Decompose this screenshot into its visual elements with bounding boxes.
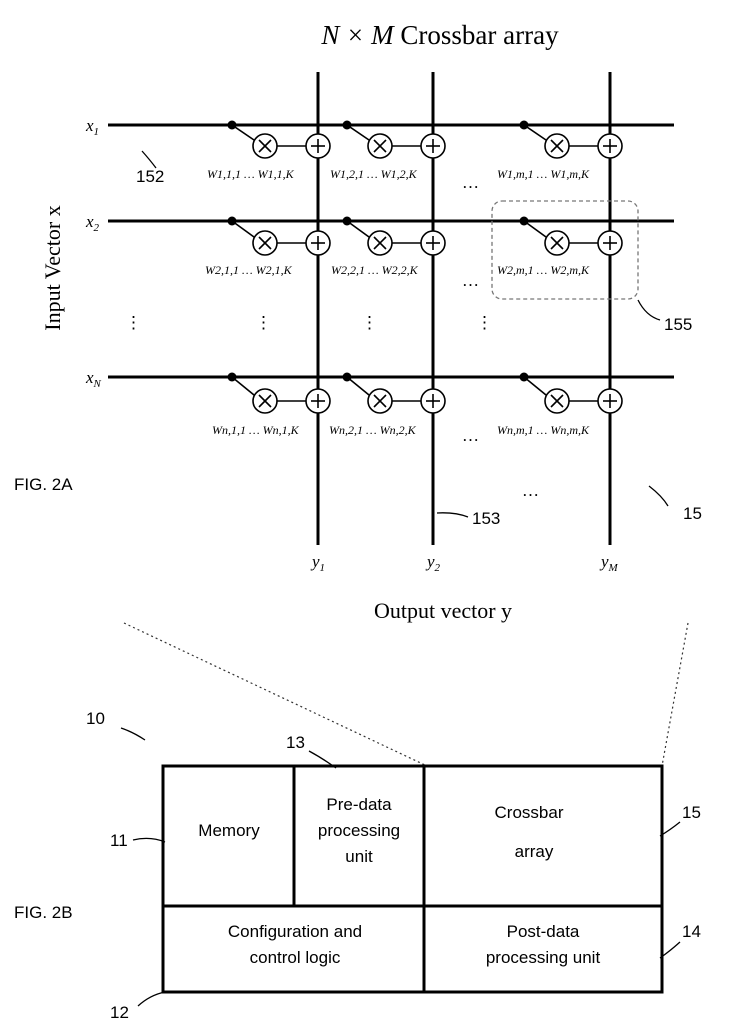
vdots-2: ⋮: [255, 313, 272, 332]
input-vector-label: Input Vector x: [40, 205, 65, 330]
crossbar-label-1: Crossbar: [495, 803, 564, 822]
output-y1-label: y1: [310, 552, 325, 574]
memory-block: Memory: [198, 821, 260, 840]
ref-15a-leader: [648, 485, 669, 507]
weight-label-1-1: W1,1,1 … W1,1,K: [207, 167, 295, 181]
fig2b-references: 10 13 11 15 14 12: [86, 709, 701, 1022]
crossbar-block: Crossbar array: [495, 803, 564, 861]
ref-15a: 15: [683, 504, 702, 523]
pre-data-block: Pre-data processing unit: [318, 795, 400, 866]
post-data-block: Post-data processing unit: [486, 922, 601, 967]
ellipsis-marks: … … … … ⋮ ⋮ ⋮ ⋮: [125, 173, 539, 500]
weight-label-2-2: W2,2,1 … W2,2,K: [331, 263, 419, 277]
ref-14: 14: [682, 922, 701, 941]
block-outer: [161, 764, 664, 994]
weight-label-1-2: W1,2,1 … W1,2,K: [330, 167, 418, 181]
ref-13-leader: [308, 750, 337, 769]
zoom-line-left: [123, 622, 428, 767]
crossbar-title: N × M Crossbar array: [320, 20, 559, 50]
ellipsis-h-2: …: [462, 271, 479, 290]
post-data-label-1: Post-data: [507, 922, 580, 941]
weight-label-n-1: Wn,1,1 … Wn,1,K: [212, 423, 300, 437]
ref-12-leader: [137, 991, 166, 1007]
ref-15b: 15: [682, 803, 701, 822]
ref-14-leader: [659, 941, 681, 959]
fig2a-references: 152 155 153 15: [136, 150, 702, 528]
ellipsis-h-1: …: [462, 173, 479, 192]
input-xn-label: xN: [85, 368, 102, 390]
ref-12: 12: [110, 1003, 129, 1022]
ref-10: 10: [86, 709, 105, 728]
ref-152: 152: [136, 167, 164, 186]
output-ym-label: yM: [599, 552, 619, 574]
cell-n-1: [227, 372, 331, 414]
crossbar-title-dims: N × M: [320, 20, 395, 50]
zoom-line-right: [661, 622, 689, 767]
pre-data-label-2: processing: [318, 821, 400, 840]
ref-153: 153: [472, 509, 500, 528]
weight-label-2-m: W2,m,1 … W2,m,K: [497, 263, 590, 277]
ref-15b-leader: [659, 821, 681, 837]
ellipsis-h-n: …: [462, 426, 479, 445]
ref-155-leader: [637, 299, 661, 321]
ref-11-leader: [132, 837, 166, 843]
pre-data-label-1: Pre-data: [326, 795, 392, 814]
input-lines: [108, 123, 674, 379]
post-data-label-2: processing unit: [486, 948, 601, 967]
block-diagram: Memory Pre-data processing unit Crossbar…: [161, 764, 664, 994]
crossbar-cells: [227, 120, 623, 414]
config-block: Configuration and control logic: [228, 922, 362, 967]
memory-label: Memory: [198, 821, 260, 840]
pre-data-label-3: unit: [345, 847, 373, 866]
cell-n-2: [342, 372, 446, 414]
weight-label-n-2: Wn,2,1 … Wn,2,K: [329, 423, 417, 437]
weight-label-2-1: W2,1,1 … W2,1,K: [205, 263, 293, 277]
fig-2a-label: FIG. 2A: [14, 475, 73, 494]
ref-11: 11: [110, 831, 128, 850]
vdots-3: ⋮: [361, 313, 378, 332]
input-x1-label: x1: [85, 116, 99, 138]
crossbar-title-text: Crossbar array: [400, 20, 559, 50]
vdots-1: ⋮: [125, 313, 142, 332]
ref-153-leader: [436, 512, 469, 518]
output-vector-label: Output vector y: [374, 598, 512, 623]
ellipsis-h-bottom: …: [522, 481, 539, 500]
highlighted-cell-box: [491, 200, 639, 300]
cell-n-m: [519, 372, 623, 414]
ref-13: 13: [286, 733, 305, 752]
ref-152-leader: [141, 150, 157, 169]
weight-label-1-m: W1,m,1 … W1,m,K: [497, 167, 590, 181]
weight-labels: W1,1,1 … W1,1,K W1,2,1 … W1,2,K W1,m,1 ……: [205, 167, 590, 437]
fig-2b-label: FIG. 2B: [14, 903, 73, 922]
vdots-4: ⋮: [476, 313, 493, 332]
output-y2-label: y2: [425, 552, 441, 574]
weight-label-n-m: Wn,m,1 … Wn,m,K: [497, 423, 590, 437]
config-label-1: Configuration and: [228, 922, 362, 941]
cell-2-1: [227, 216, 331, 256]
ref-155: 155: [664, 315, 692, 334]
input-x2-label: x2: [85, 212, 100, 234]
crossbar-label-2: array: [515, 842, 554, 861]
config-label-2: control logic: [250, 948, 341, 967]
ref-10-leader: [120, 727, 146, 741]
